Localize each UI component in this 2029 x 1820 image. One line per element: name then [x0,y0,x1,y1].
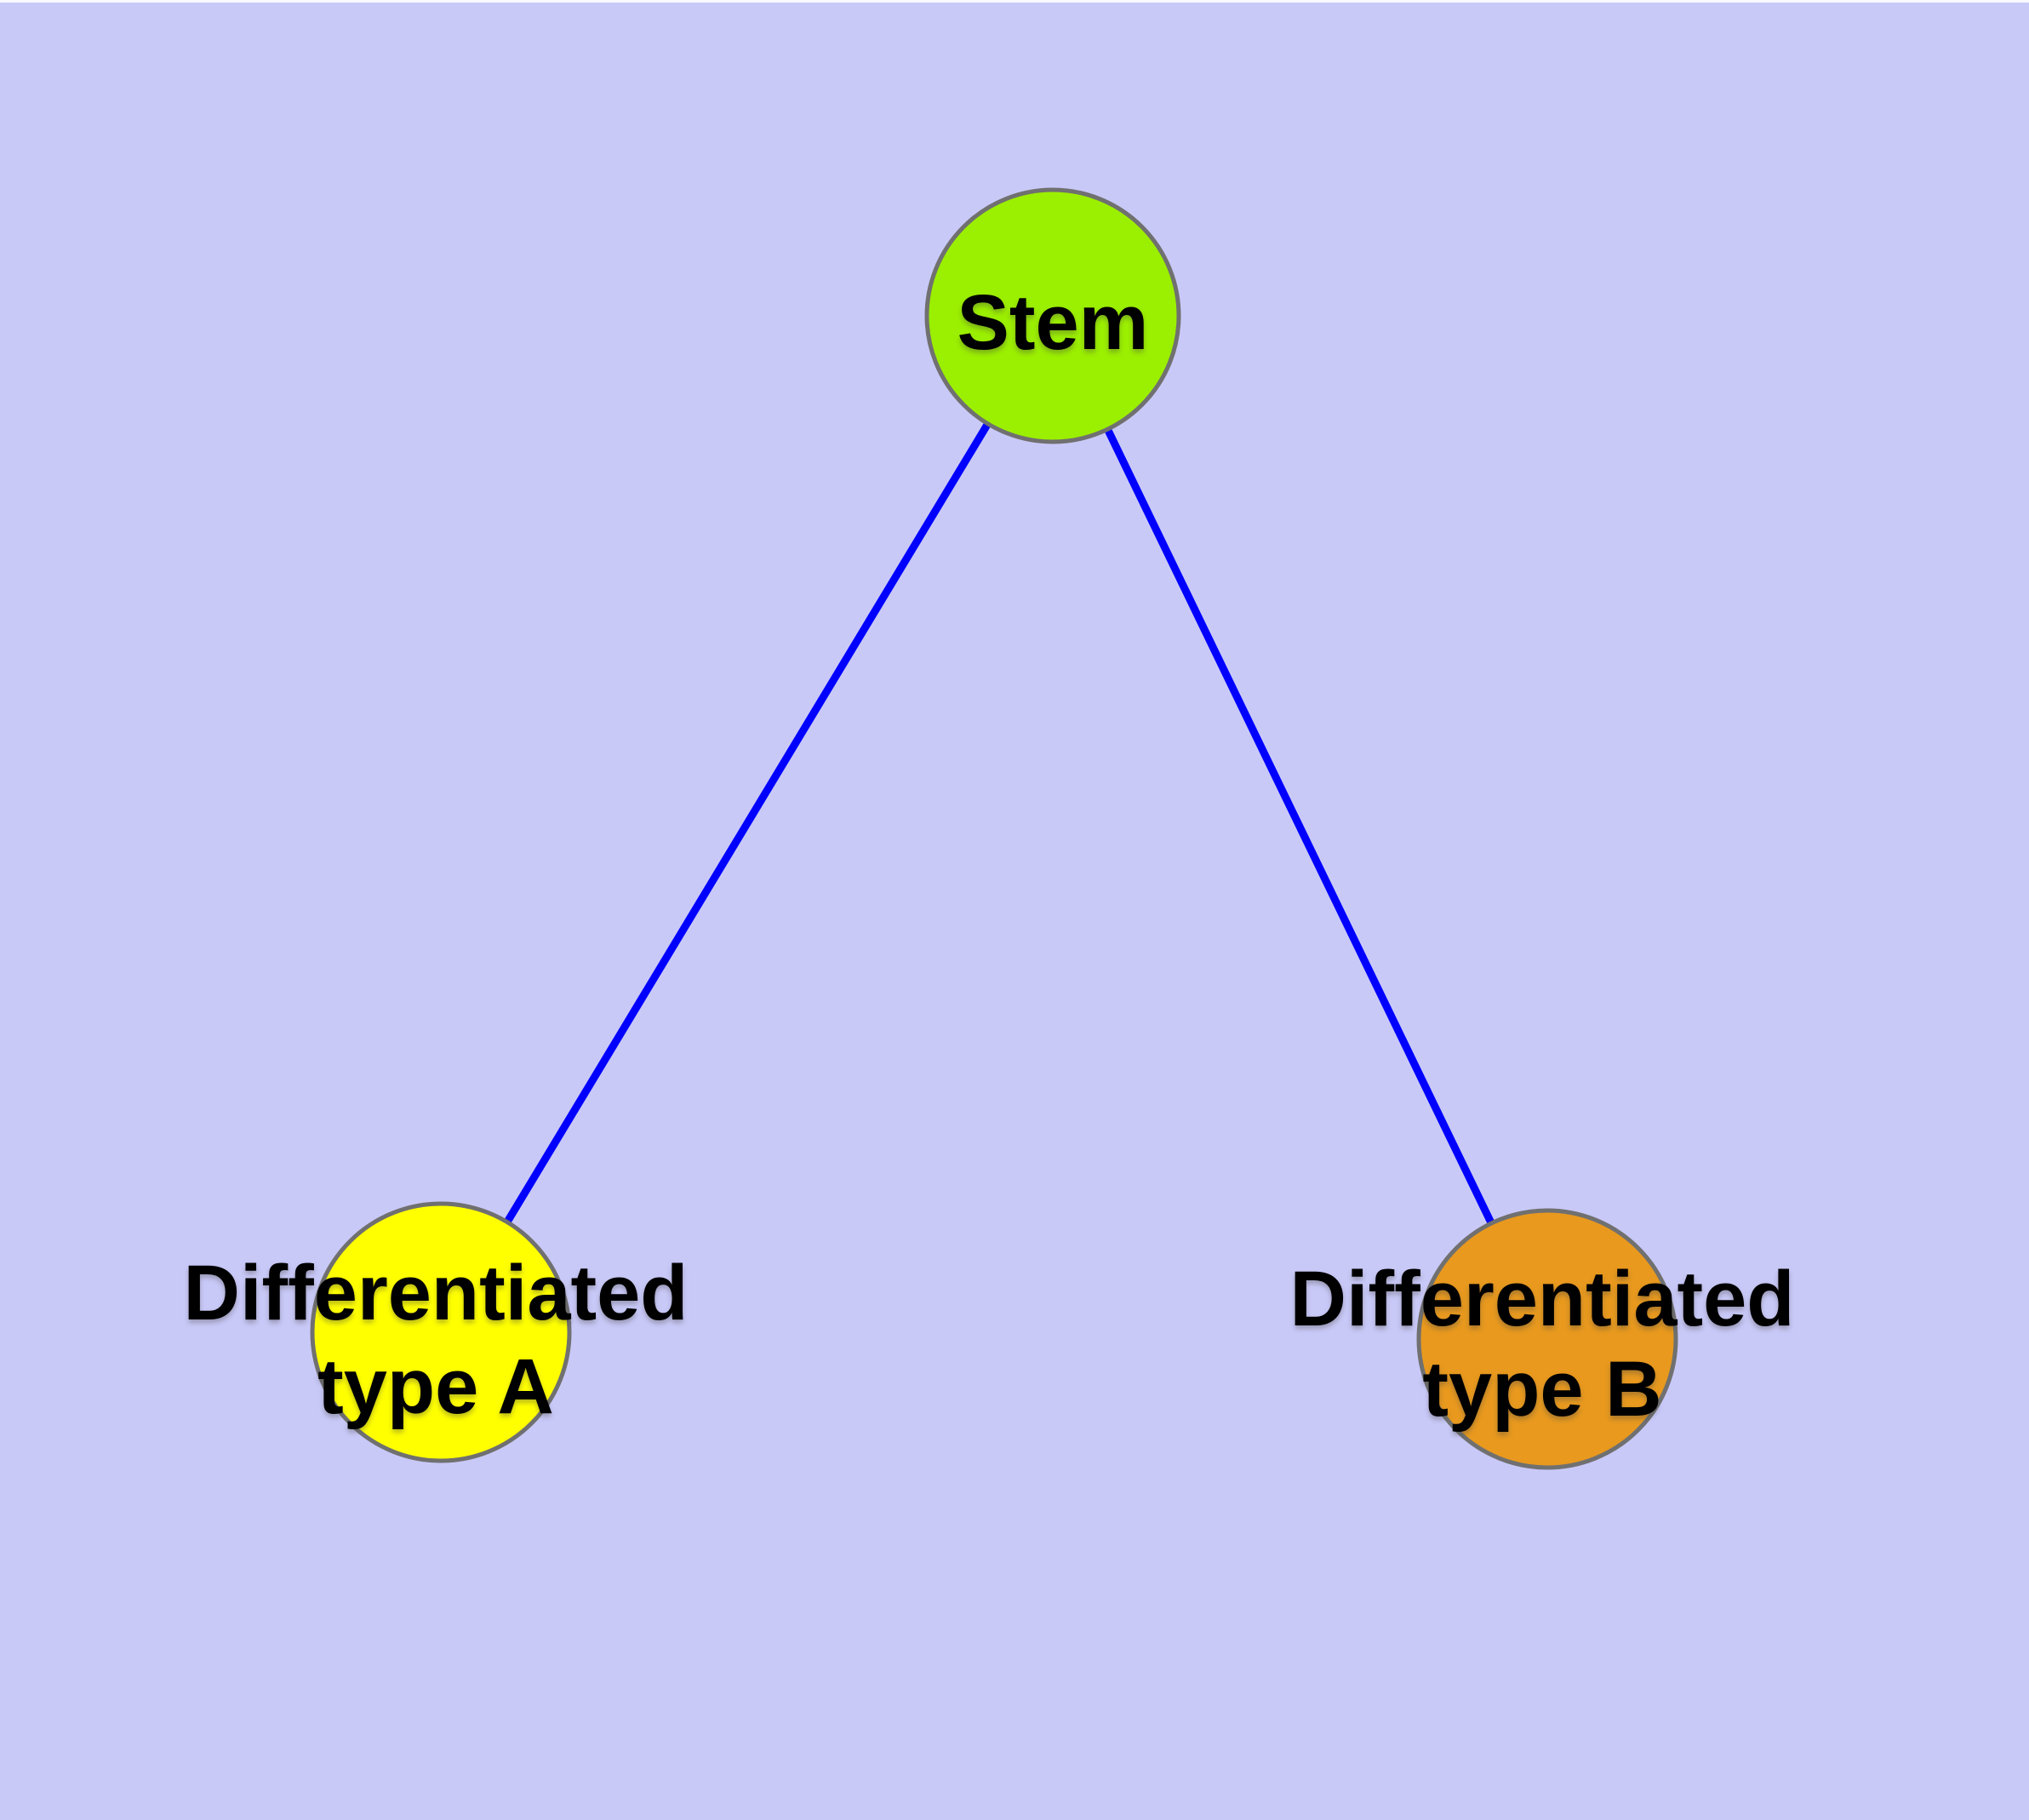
top-edge-highlight [0,0,2029,3]
node-stem [924,187,1181,444]
node-differentiated-type-b [1416,1208,1678,1470]
node-type-b-label-line-2: type B [1422,1346,1661,1433]
node-stem-label: Stem [957,279,1149,366]
node-type-a-label-line-2: type A [317,1343,554,1430]
node-differentiated-type-a [310,1201,572,1463]
edge-stem-to-type-a [437,313,1056,1335]
edge-stem-to-type-b [1049,314,1552,1341]
node-type-a-label-line-1: Differentiated [184,1250,689,1336]
node-type-b-label-line-1: Differentiated [1290,1256,1795,1342]
